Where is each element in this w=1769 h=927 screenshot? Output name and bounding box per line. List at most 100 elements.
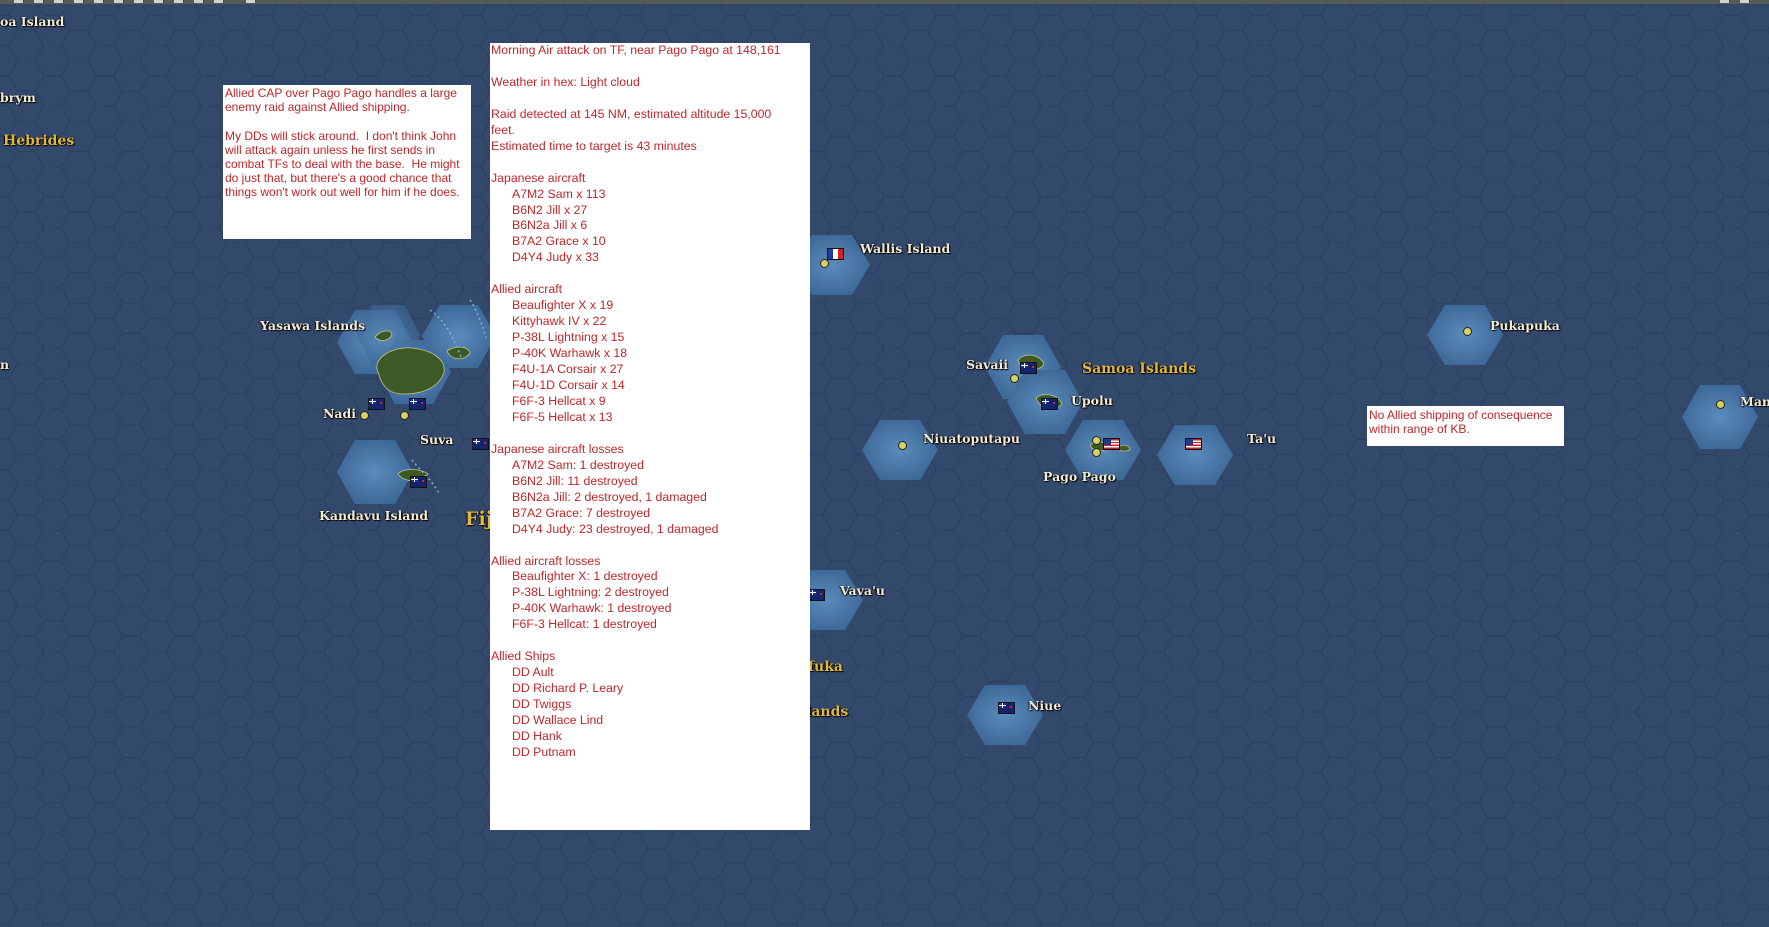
label-tau[interactable]: Ta'u: [1247, 431, 1277, 446]
label-upolu[interactable]: Upolu: [1071, 393, 1113, 408]
cap-note-text: Allied CAP over Pago Pago handles a larg…: [225, 86, 460, 200]
list-item: F4U-1D Corsair x 14: [512, 378, 625, 393]
base-marker-icon[interactable]: [1092, 448, 1101, 457]
toolbar-button[interactable]: [154, 0, 164, 3]
list-item: DD Wallace Lind: [512, 713, 604, 728]
label-kandavu-island[interactable]: Kandavu Island: [319, 508, 429, 523]
label-wallis-island[interactable]: Wallis Island: [860, 241, 951, 256]
new-zealand-flag-icon[interactable]: [808, 589, 825, 601]
label-pukapuka[interactable]: Pukapuka: [1490, 318, 1560, 333]
toolbar-button[interactable]: [74, 0, 84, 3]
toolbar-button[interactable]: [246, 0, 256, 3]
list-item: DD Twiggs: [512, 697, 572, 712]
combat-report: Morning Air attack on TF, near Pago Pago…: [490, 43, 810, 830]
label-pago-pago[interactable]: Pago Pago: [1043, 469, 1116, 484]
label-niuatoputapu[interactable]: Niuatoputapu: [923, 431, 1021, 446]
label-yasawa-islands[interactable]: Yasawa Islands: [260, 318, 365, 333]
top-toolbar: [0, 0, 1769, 4]
toolbar-button[interactable]: [54, 0, 64, 3]
list-item: A7M2 Sam: 1 destroyed: [512, 457, 644, 472]
list-item: F4U-1A Corsair x 27: [512, 362, 624, 377]
kb-note: No Allied shipping of consequence within…: [1367, 406, 1564, 446]
new-zealand-flag-icon[interactable]: [409, 398, 426, 410]
label-savaii[interactable]: Savaii: [966, 357, 1008, 372]
section-header: Japanese aircraft losses: [491, 441, 624, 456]
label-niue[interactable]: Niue: [1028, 698, 1062, 713]
label-nadi[interactable]: Nadi: [323, 406, 357, 421]
label-n: n: [0, 357, 10, 372]
base-marker-icon[interactable]: [898, 441, 907, 450]
toolbar-button[interactable]: [1740, 0, 1750, 3]
list-item: B7A2 Grace x 10: [512, 234, 606, 249]
list-item: B6N2 Jill x 27: [512, 202, 588, 217]
list-item: B6N2a Jill: 2 destroyed, 1 damaged: [512, 489, 707, 504]
toolbar-button[interactable]: [34, 0, 44, 3]
list-item: P-40K Warhawk: 1 destroyed: [512, 601, 672, 616]
toolbar-button[interactable]: [194, 0, 204, 3]
toolbar-button[interactable]: [214, 0, 224, 3]
list-item: DD Hank: [512, 728, 562, 743]
label-suva[interactable]: Suva: [420, 432, 454, 447]
report-weather: Weather in hex: Light cloud: [491, 74, 640, 89]
label-vavau[interactable]: Vava'u: [840, 583, 885, 598]
us-flag-icon[interactable]: [1185, 438, 1202, 450]
reef: [411, 299, 487, 496]
toolbar-button[interactable]: [1720, 0, 1730, 3]
base-marker-icon[interactable]: [1716, 400, 1725, 409]
label-fiji: Fij: [465, 508, 493, 530]
label-man[interactable]: Man: [1740, 394, 1769, 409]
toolbar-button[interactable]: [14, 0, 24, 3]
section-header: Japanese aircraft: [491, 170, 586, 185]
base-marker-icon[interactable]: [1092, 436, 1101, 445]
toolbar-button[interactable]: [174, 0, 184, 3]
new-zealand-flag-icon[interactable]: [1020, 362, 1037, 374]
section-header: Allied aircraft: [491, 282, 563, 297]
list-item: B6N2 Jill: 11 destroyed: [512, 473, 638, 488]
list-item: Kittyhawk IV x 22: [512, 314, 607, 329]
section-header: Allied aircraft losses: [491, 553, 601, 568]
new-zealand-flag-icon[interactable]: [472, 438, 489, 450]
base-marker-icon[interactable]: [400, 411, 409, 420]
label-lands: lands: [806, 704, 849, 720]
toolbar-button[interactable]: [114, 0, 124, 3]
kb-note-text: No Allied shipping of consequence within…: [1369, 408, 1556, 437]
cap-note: Allied CAP over Pago Pago handles a larg…: [223, 85, 471, 239]
label-oa-island[interactable]: oa Island: [0, 14, 65, 29]
list-item: Beaufighter X: 1 destroyed: [512, 569, 658, 584]
section-header: Allied Ships: [491, 649, 556, 664]
base-marker-icon[interactable]: [360, 411, 369, 420]
list-item: F6F-5 Hellcat x 13: [512, 409, 613, 424]
list-item: D4Y4 Judy x 33: [512, 250, 599, 265]
new-zealand-flag-icon[interactable]: [410, 476, 427, 488]
list-item: P-38L Lightning: 2 destroyed: [512, 585, 669, 600]
report-raid-line: Estimated time to target is 43 minutes: [491, 138, 697, 153]
label-hebrides: Hebrides: [3, 133, 75, 149]
list-item: F6F-3 Hellcat: 1 destroyed: [512, 617, 657, 632]
report-title: Morning Air attack on TF, near Pago Pago…: [491, 43, 781, 57]
new-zealand-flag-icon[interactable]: [998, 702, 1015, 714]
list-item: F6F-3 Hellcat x 9: [512, 393, 606, 408]
list-item: Beaufighter X x 19: [512, 298, 614, 313]
new-zealand-flag-icon[interactable]: [368, 398, 385, 410]
french-flag-icon[interactable]: [827, 248, 844, 260]
us-flag-icon[interactable]: [1103, 438, 1120, 450]
label-brym[interactable]: brym: [0, 90, 36, 105]
label-samoa-islands: Samoa Islands: [1082, 361, 1196, 377]
list-item: B6N2a Jill x 6: [512, 218, 588, 233]
list-item: A7M2 Sam x 113: [512, 186, 606, 201]
shallow-water: [337, 235, 1758, 745]
label-fuka: fuka: [808, 659, 843, 675]
base-marker-icon[interactable]: [1010, 374, 1019, 383]
list-item: DD Ault: [512, 665, 554, 680]
base-marker-icon[interactable]: [820, 259, 829, 268]
new-zealand-flag-icon[interactable]: [1041, 398, 1058, 410]
list-item: B7A2 Grace: 7 destroyed: [512, 505, 651, 520]
list-item: DD Richard P. Leary: [512, 681, 624, 696]
list-item: P-38L Lightning x 15: [512, 330, 625, 345]
base-marker-icon[interactable]: [1463, 327, 1472, 336]
toolbar-button[interactable]: [94, 0, 104, 3]
toolbar-button[interactable]: [134, 0, 144, 3]
report-raid-line: feet.: [491, 122, 515, 137]
list-item: D4Y4 Judy: 23 destroyed, 1 damaged: [512, 521, 719, 536]
report-raid-line: Raid detected at 145 NM, estimated altit…: [491, 106, 772, 121]
